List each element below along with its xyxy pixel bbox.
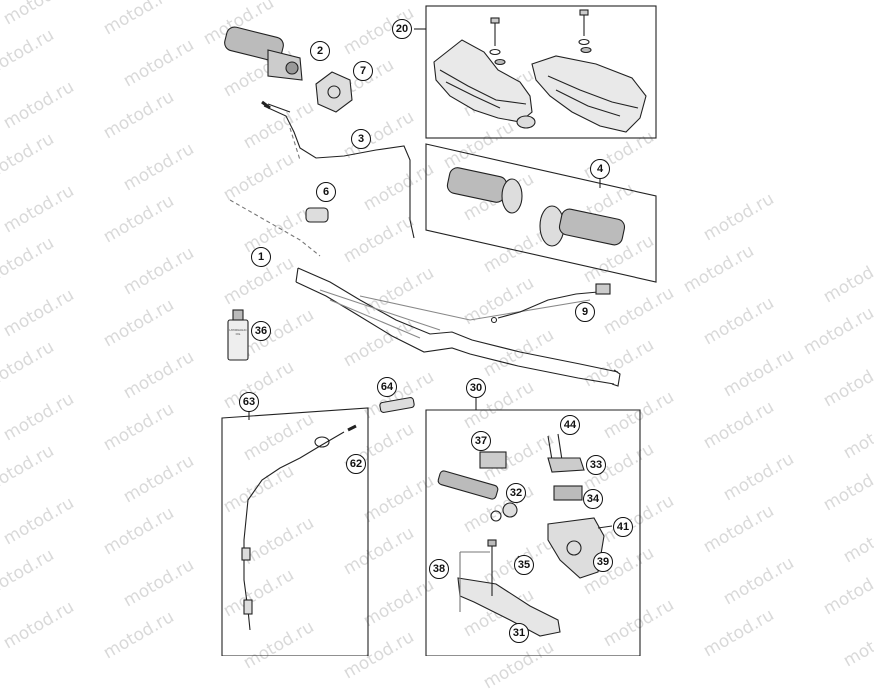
handguard-bolt-right <box>578 9 592 54</box>
callout-37[interactable]: 37 <box>471 431 491 451</box>
hydraulic-oil-bottle <box>227 309 249 361</box>
grip-end-sleeve <box>379 397 415 413</box>
switch-cable <box>490 283 611 324</box>
diagram-drawing <box>221 5 657 656</box>
grip-right <box>539 205 626 247</box>
handguard-group-box <box>425 5 657 139</box>
callout-33[interactable]: 33 <box>586 455 606 475</box>
clutch-cable <box>241 424 357 631</box>
callout-7[interactable]: 7 <box>353 61 373 81</box>
callout-34[interactable]: 34 <box>583 489 603 509</box>
grip-insert <box>305 207 329 223</box>
handguard-bolt-left <box>489 17 506 66</box>
callout-31[interactable]: 31 <box>509 623 529 643</box>
callout-32[interactable]: 32 <box>506 483 526 503</box>
master-cylinder-piston <box>437 470 518 522</box>
handlebar <box>295 267 621 387</box>
callout-62[interactable]: 62 <box>346 454 366 474</box>
hand-brake-group-box <box>425 409 641 656</box>
callout-35[interactable]: 35 <box>514 555 534 575</box>
callout-63[interactable]: 63 <box>239 392 259 412</box>
clutch-lever-group-box <box>221 407 369 656</box>
clamp-37 <box>479 451 507 469</box>
oil-bottle-label: HYDRAULIC OIL <box>229 328 247 336</box>
throttle-cable <box>261 100 415 239</box>
handguard-right <box>531 55 647 133</box>
callout-36[interactable]: 36 <box>251 321 271 341</box>
bolts-44 <box>547 433 563 461</box>
callout-41[interactable]: 41 <box>613 517 633 537</box>
callout-20[interactable]: 20 <box>392 19 412 39</box>
callout-64[interactable]: 64 <box>377 377 397 397</box>
throttle-housing-cover <box>315 71 353 113</box>
callout-6[interactable]: 6 <box>316 182 336 202</box>
throttle-grip <box>224 26 303 81</box>
callout-1[interactable]: 1 <box>251 247 271 267</box>
callout-44[interactable]: 44 <box>560 415 580 435</box>
callout-4[interactable]: 4 <box>590 159 610 179</box>
reservoir-cover-34 <box>553 485 583 501</box>
callout-9[interactable]: 9 <box>575 302 595 322</box>
clamp-33 <box>547 457 585 473</box>
grips-group-box <box>425 143 657 283</box>
callout-3[interactable]: 3 <box>351 129 371 149</box>
handguard-left <box>433 39 536 129</box>
brake-lever <box>457 539 561 637</box>
master-cylinder-body <box>547 517 613 579</box>
callout-39[interactable]: 39 <box>593 552 613 572</box>
grip-left <box>446 167 523 214</box>
callout-38[interactable]: 38 <box>429 559 449 579</box>
callout-30[interactable]: 30 <box>466 378 486 398</box>
callout-2[interactable]: 2 <box>310 41 330 61</box>
